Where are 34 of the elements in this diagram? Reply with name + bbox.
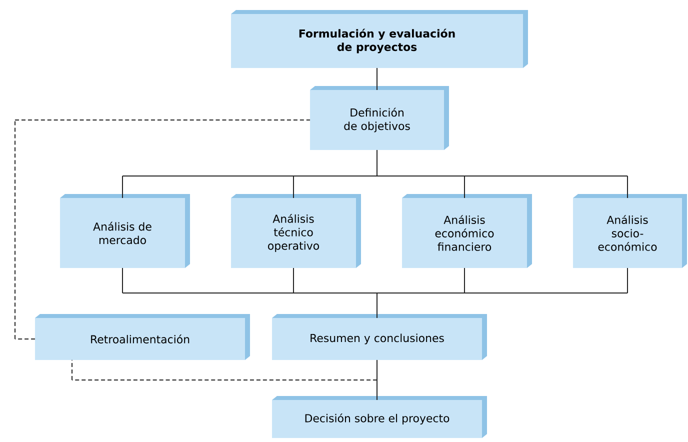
process-box: Retroalimentación (35, 318, 245, 360)
connector-line (14, 119, 310, 120)
connector-line (464, 175, 465, 198)
connector-line (464, 292, 628, 294)
connector-line (627, 267, 628, 294)
process-box: Resumen y conclusiones (272, 318, 482, 360)
process-box: Análisis de mercado (60, 198, 185, 268)
connector-line (376, 379, 378, 400)
process-box: Análisis técnico operativo (231, 198, 356, 268)
process-box: Decisión sobre el proyecto (272, 400, 482, 438)
process-box: Definición de objetivos (310, 90, 444, 150)
connector-line (122, 292, 294, 294)
process-box: Análisis socio- económico (573, 198, 682, 268)
connector-line (376, 292, 378, 318)
connector-line (627, 175, 628, 198)
connector-line (376, 67, 378, 90)
connector-line (122, 175, 123, 198)
connector-line (293, 175, 378, 176)
connector-line (14, 338, 36, 340)
connector-line (14, 119, 16, 340)
process-box: Análisis económico financiero (402, 198, 527, 268)
connector-line (293, 292, 378, 294)
connector-line (122, 267, 123, 294)
connector-line (464, 175, 628, 176)
process-box: Formulación y evaluación de proyectos (231, 14, 523, 68)
connector-line (72, 379, 378, 380)
connector-line (293, 175, 294, 198)
connector-line (122, 175, 294, 176)
connector-line (376, 175, 465, 176)
connector-line (376, 149, 378, 176)
connector-line (464, 267, 465, 294)
connector-line (293, 267, 294, 294)
connector-line (376, 359, 378, 380)
connector-line (376, 292, 465, 294)
